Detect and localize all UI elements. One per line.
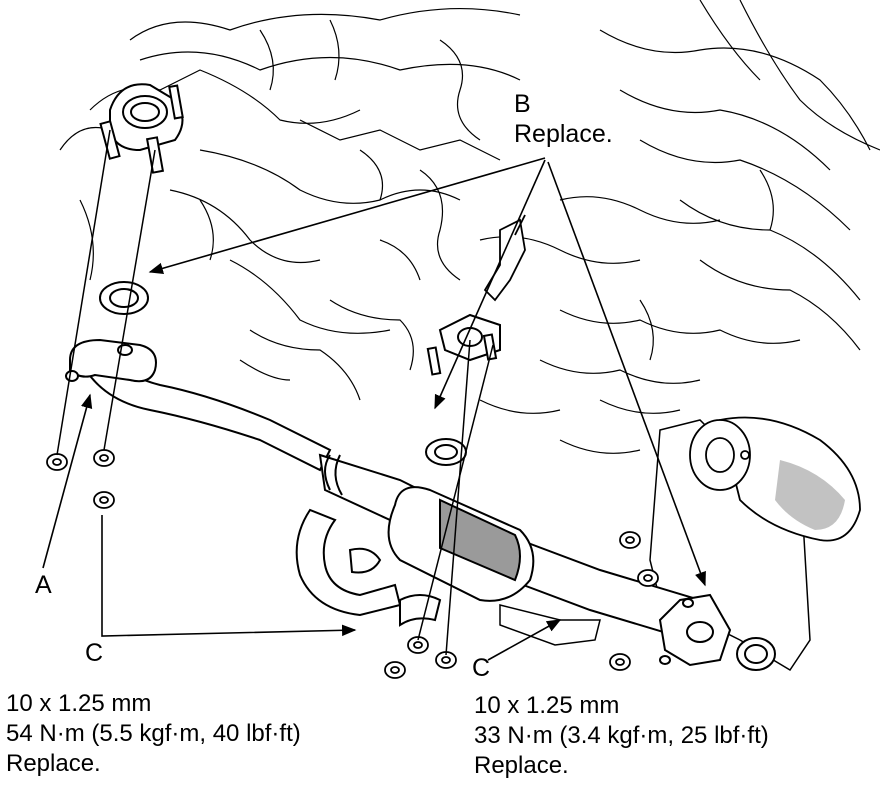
callout-b-text: Replace. [514, 120, 613, 148]
leader-c-left [101, 515, 357, 637]
callout-a-letter: A [35, 571, 52, 599]
nut [93, 491, 115, 509]
engine-background-outline [59, 0, 880, 454]
gasket-front [99, 281, 149, 315]
spec-right-size: 10 x 1.25 mm [474, 692, 620, 719]
nut [637, 569, 659, 587]
spec-left-torque: 54 N·m (5.5 kgf·m, 40 lbf·ft) [6, 720, 301, 747]
leader-b-front [148, 157, 546, 274]
middle-flange [426, 313, 501, 376]
callout-c-left-letter: C [85, 639, 104, 667]
spec-right-torque: 33 N·m (3.4 kgf·m, 25 lbf·ft) [474, 722, 769, 749]
pipe-bend [295, 508, 442, 627]
nut [46, 453, 68, 471]
rear-pipe-flange [658, 593, 732, 667]
gasket-middle [425, 438, 467, 466]
leader-a [42, 393, 93, 569]
catalyst-shading-right [775, 460, 845, 530]
spec-left-note: Replace. [6, 750, 101, 777]
manifold-flange [109, 83, 184, 152]
nut [619, 531, 641, 549]
oxygen-sensor-bracket [483, 214, 526, 302]
leader-c-right [487, 619, 562, 661]
nut [435, 651, 457, 669]
nut [609, 653, 631, 671]
front-pipe-flange [65, 338, 157, 383]
leader-b-rear [547, 161, 706, 587]
nut [384, 661, 406, 679]
catalytic-converter-body [324, 454, 535, 602]
nuts-c [46, 449, 659, 679]
leader-b-middle [434, 159, 546, 410]
gasket-rear [736, 637, 776, 671]
callout-b-letter: B [514, 90, 531, 118]
spec-right-note: Replace. [474, 752, 569, 779]
nut [93, 449, 115, 467]
assembly-lines [56, 129, 494, 656]
manifold-studs [99, 84, 184, 174]
spec-left-size: 10 x 1.25 mm [6, 690, 152, 717]
callout-c-right-letter: C [472, 654, 491, 682]
leader-lines [42, 157, 706, 661]
